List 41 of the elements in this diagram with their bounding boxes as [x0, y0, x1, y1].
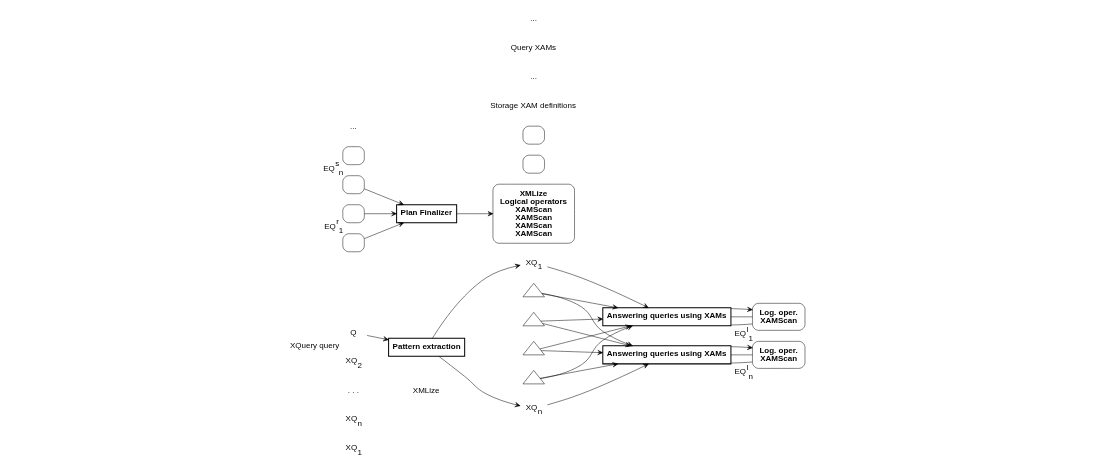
arrow — [363, 211, 397, 217]
connector — [730, 361, 753, 364]
node-box: Pattern extraction — [387, 337, 465, 357]
label: ... — [529, 72, 537, 81]
node-box: XMLize Logical operators XAMScan XAMScan XAMScan XAMScan — [492, 183, 575, 244]
connector — [730, 323, 753, 326]
arrow — [730, 344, 753, 350]
arrow — [546, 363, 649, 406]
node-box — [522, 154, 545, 174]
arrow — [363, 188, 404, 206]
arrow — [540, 316, 603, 322]
node-box — [342, 146, 365, 165]
node-box: Answering queries using XAMs — [601, 345, 731, 365]
label: ... — [529, 13, 537, 23]
label: ... — [349, 121, 357, 131]
node-tree — [522, 341, 545, 356]
node-label: XQuery query — [289, 341, 339, 351]
arrow — [540, 350, 603, 356]
node-text: Q — [349, 327, 357, 337]
arrow — [431, 263, 520, 339]
node-box — [522, 125, 545, 145]
arrow — [541, 293, 618, 310]
node-box — [342, 233, 365, 252]
node-tree — [522, 370, 545, 385]
label: . . . — [347, 385, 359, 395]
arrow — [455, 211, 493, 217]
arrow — [363, 222, 404, 239]
node-tree — [522, 283, 545, 298]
arrow — [438, 356, 520, 408]
node-box: Plan Finalizer — [395, 204, 457, 224]
arrow — [366, 335, 389, 342]
label: Query XAMs — [510, 42, 556, 52]
arrow — [546, 266, 649, 308]
arrow — [539, 362, 618, 379]
label: XMLize — [412, 385, 440, 395]
label: Storage XAM definitions — [489, 101, 576, 111]
node-tree — [522, 312, 545, 327]
arrow — [730, 306, 753, 312]
node-box — [342, 175, 365, 194]
node-box — [342, 204, 365, 223]
node-box: Answering queries using XAMs — [601, 307, 731, 327]
